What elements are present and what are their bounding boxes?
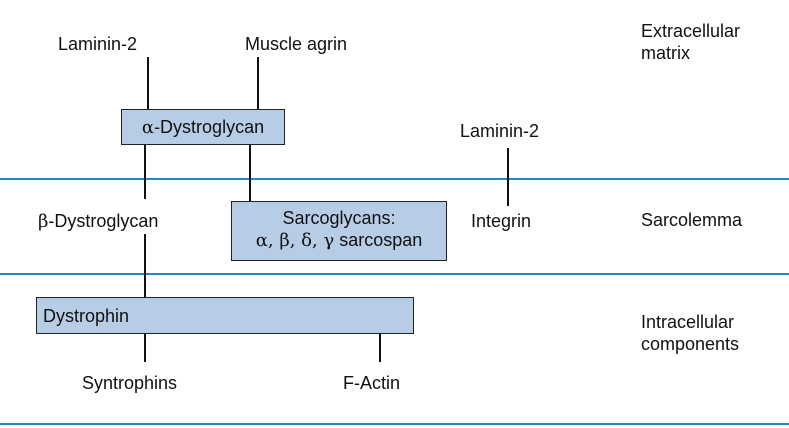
connector-beta-dystrophin [144,234,146,297]
connector-dystrophin-syntrophins [144,334,146,362]
region-intracellular-components: Intracellular components [641,311,739,355]
sarcoglycans-box: Sarcoglycans: α, β, δ, γ sarcospan [231,201,447,261]
region-intracellular-line2: components [641,334,740,354]
f-actin-label: F-Actin [343,373,401,393]
region-sarcolemma: Sarcolemma [641,210,743,230]
alpha-dystroglycan-label: -Dystroglycan [154,117,265,137]
muscle-agrin-label: Muscle agrin [245,34,348,54]
region-extracellular-matrix: Extracellular matrix [641,20,740,64]
sarcoglycans-greek-letters: α, β, δ, γ [255,230,335,251]
alpha-dystroglycan-box: α-Dystroglycan [121,109,285,145]
dystrophin-box: Dystrophin [36,297,414,334]
region-extracellular-line1: Extracellular [641,21,741,41]
sarcoglycans-label: Sarcoglycans: [282,208,396,228]
connector-laminin2-integrin [507,148,509,206]
connector-alpha-beta [144,145,146,199]
connector-dystrophin-factin [379,334,381,362]
bottom-divider [0,423,789,425]
beta-dystroglycan-label-group: β-Dystroglycan [38,210,158,233]
alpha-symbol: α [141,117,155,138]
laminin2-right-label: Laminin-2 [460,121,540,141]
laminin2-top-label: Laminin-2 [58,34,138,54]
sarcolemma-top-divider [0,178,789,180]
beta-symbol: β [38,211,49,232]
dystrophin-label: Dystrophin [43,306,130,326]
sarcoglycans-members: α, β, δ, γ sarcospan [232,229,446,252]
region-extracellular-line2: matrix [641,43,690,63]
connector-alpha-sarcoglycans [249,145,251,201]
syntrophins-label: Syntrophins [82,373,178,393]
region-intracellular-line1: Intracellular [641,312,735,332]
sarcolemma-bottom-divider [0,273,789,275]
connector-agrin-alpha [257,57,259,109]
connector-laminin2-alpha [147,57,149,109]
integrin-label: Integrin [471,211,532,231]
sarcospan-label: sarcospan [334,230,423,250]
beta-dystroglycan-label: -Dystroglycan [48,211,159,231]
